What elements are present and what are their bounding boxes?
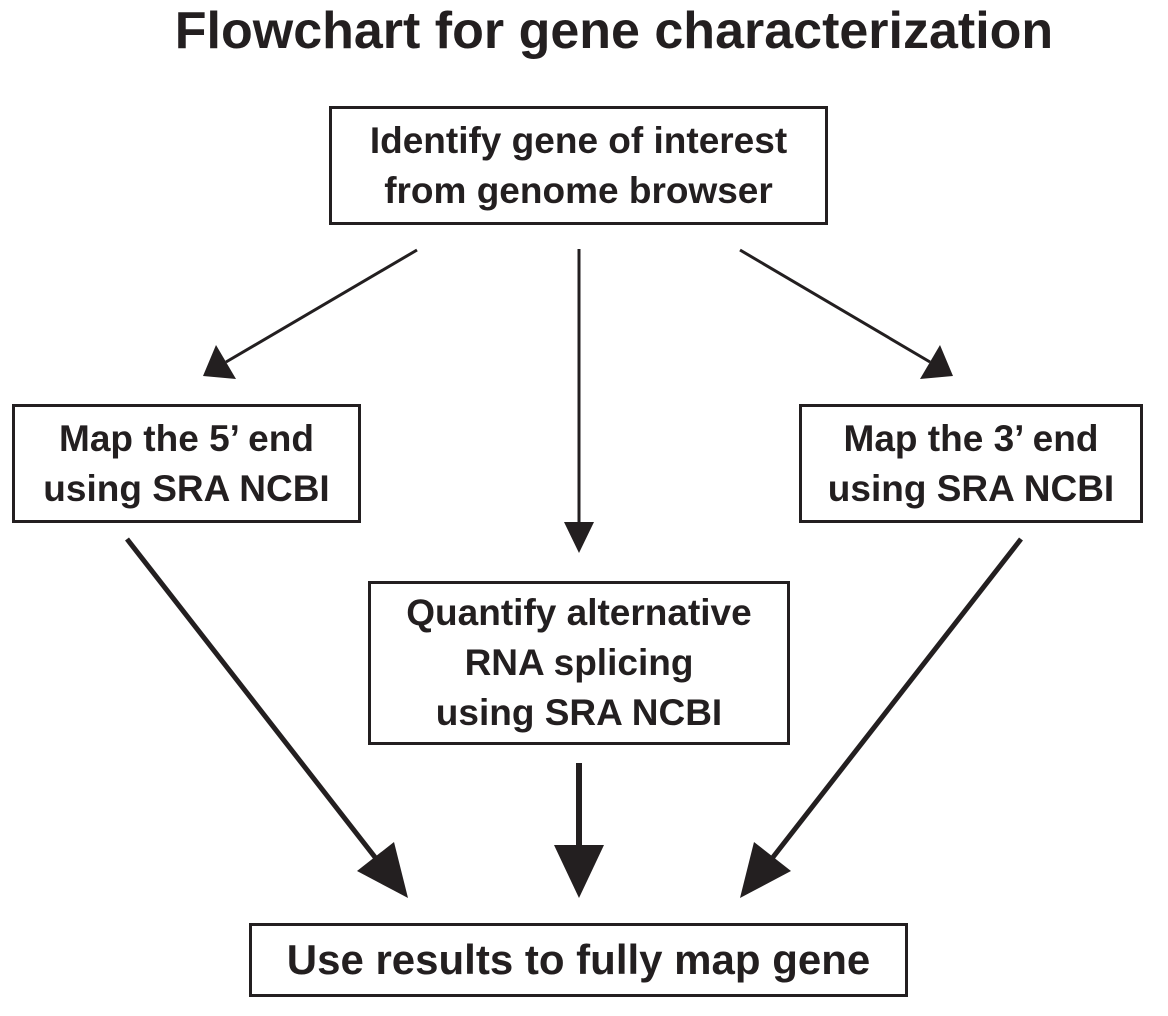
node-map-gene: Use results to fully map gene	[249, 923, 908, 997]
node-map-5-prime: Map the 5’ end using SRA NCBI	[12, 404, 361, 523]
node-identify-line-2: from genome browser	[384, 169, 773, 211]
node-map5-line-2: using SRA NCBI	[43, 467, 330, 509]
arrow-map5-to-final	[125, 537, 408, 898]
arrow-identify-to-map5	[203, 248, 418, 379]
node-identify-gene: Identify gene of interest from genome br…	[329, 106, 828, 225]
node-map-3-prime: Map the 3’ end using SRA NCBI	[799, 404, 1143, 523]
arrow-map3-to-final	[740, 537, 1023, 898]
arrow-identify-to-splicing	[564, 249, 594, 553]
node-final-line-1: Use results to fully map gene	[286, 936, 871, 983]
node-map3-line-2: using SRA NCBI	[827, 467, 1115, 509]
node-map5-line-1: Map the 5’ end	[59, 417, 314, 459]
node-map3-line-1: Map the 3’ end	[843, 417, 1099, 459]
arrow-identify-to-map3	[739, 248, 953, 379]
node-quantify-splicing: Quantify alternative RNA splicing using …	[368, 581, 790, 745]
arrow-splicing-to-final	[554, 763, 604, 898]
flowchart-title: Flowchart for gene characterization	[174, 2, 1054, 60]
node-splicing-line-1: Quantify alternative	[406, 592, 752, 633]
node-splicing-line-3: using SRA NCBI	[435, 692, 723, 733]
node-splicing-line-2: RNA splicing	[464, 642, 694, 683]
node-identify-line-1: Identify gene of interest	[369, 119, 788, 161]
